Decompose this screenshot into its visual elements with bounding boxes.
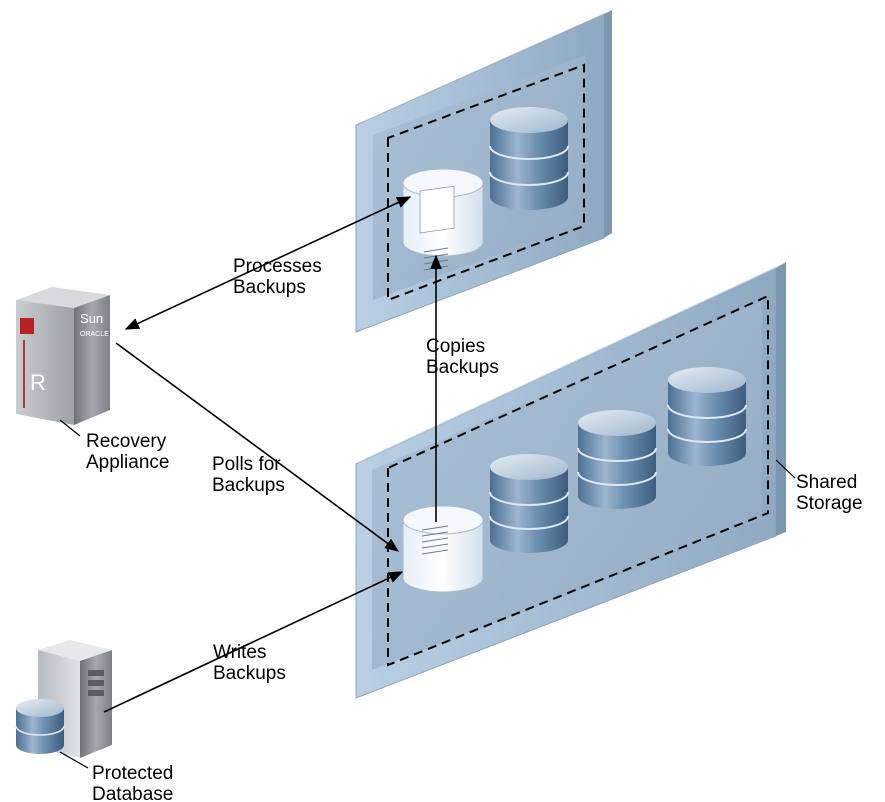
recovery-leader: [59, 419, 81, 437]
copies-backups-label: Copies Backups: [426, 336, 499, 378]
polls-arrow: [115, 342, 400, 552]
lower-storage-panel: [355, 262, 786, 699]
polls-for-backups-label: Polls for Backups: [212, 454, 286, 496]
processes-arrow: [124, 196, 412, 330]
disk-stack-upper: [489, 107, 569, 210]
protected-database-disk-icon: [15, 699, 65, 754]
backup-documents-icon: [419, 185, 455, 271]
backup-documents-icon: [421, 525, 449, 555]
shared-storage-label: Shared Storage: [796, 472, 863, 514]
connectors: [59, 196, 796, 769]
disk-stack-lower-1: [489, 454, 569, 553]
writes-backups-label: Writes Backups: [213, 642, 286, 684]
recovery-appliance-label: Recovery Appliance: [86, 431, 172, 473]
logo-oracle-text: ORACLE: [80, 331, 109, 338]
disk-stack-lower-3: [667, 367, 747, 466]
writes-arrow: [103, 571, 404, 713]
protected-database-label: Protected Database: [92, 763, 179, 802]
protected-leader: [59, 751, 89, 769]
backup-cylinder-lower: [402, 505, 484, 593]
logo-r-text: R: [30, 370, 46, 395]
processes-backups-label: Processes Backups: [233, 256, 327, 298]
backup-cylinder-upper: [402, 168, 484, 271]
disk-stack-lower-2: [577, 410, 657, 509]
upper-storage-panel: [355, 10, 612, 333]
logo-sun-text: Sun: [80, 311, 103, 326]
shared-leader: [775, 459, 796, 479]
recovery-appliance-server-icon: Sun ORACLE R: [16, 287, 110, 425]
